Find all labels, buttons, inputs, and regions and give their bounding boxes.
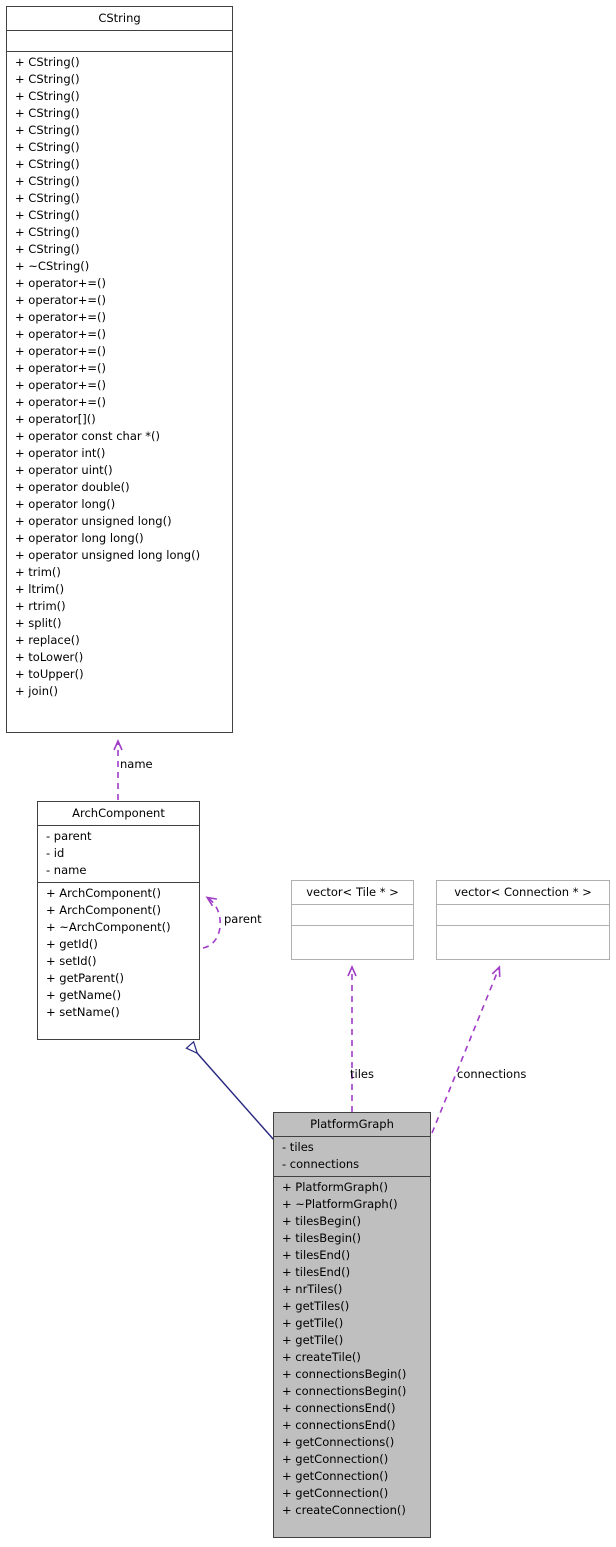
class-member-row: + operator+=() — [15, 276, 106, 290]
class-attributes-cstring — [7, 31, 232, 52]
class-member-row: + CString() — [15, 157, 80, 171]
class-methods-vector-tile — [292, 926, 413, 946]
class-member-row: + getId() — [46, 937, 98, 951]
class-attributes-archcomponent: - parent - id - name — [38, 826, 199, 883]
class-member-row: + replace() — [15, 633, 80, 647]
class-member-row: - parent — [46, 829, 92, 843]
edge-label-connections: connections — [457, 1067, 527, 1081]
class-member-row: + getConnections() — [282, 1435, 395, 1449]
class-methods-archcomponent: + ArchComponent() + ArchComponent() + ~Arc… — [38, 883, 199, 1024]
class-member-row: + getTiles() — [282, 1299, 350, 1313]
class-member-row: + toUpper() — [15, 667, 84, 681]
class-member-row: + getName() — [46, 988, 122, 1002]
class-member-row: + createConnection() — [282, 1503, 406, 1517]
class-member-row: + operator[]() — [15, 412, 96, 426]
class-box-vector-connection[interactable]: vector< Connection * > — [436, 880, 610, 960]
class-member-row: + tilesBegin() — [282, 1214, 361, 1228]
class-methods-platformgraph: + PlatformGraph() + ~PlatformGraph() + til… — [274, 1177, 430, 1522]
class-member-row: + PlatformGraph() — [282, 1180, 389, 1194]
class-member-row: + CString() — [15, 242, 80, 256]
class-title-vector-tile: vector< Tile * > — [292, 881, 413, 905]
class-member-row: + ltrim() — [15, 582, 65, 596]
class-member-row: + CString() — [15, 123, 80, 137]
class-title-archcomponent: ArchComponent — [38, 802, 199, 826]
class-box-archcomponent[interactable]: ArchComponent - parent - id - name + ArchC… — [37, 801, 200, 1040]
class-box-vector-tile[interactable]: vector< Tile * > — [291, 880, 414, 960]
class-member-row: + operator unsigned long() — [15, 514, 172, 528]
edge-parent-self-association — [202, 896, 222, 949]
class-member-row: + getConnection() — [282, 1486, 389, 1500]
class-member-row: + connectionsEnd() — [282, 1401, 396, 1415]
class-member-row: + operator+=() — [15, 395, 106, 409]
class-member-row: + ~ArchComponent() — [46, 920, 171, 934]
class-member-row: + operator long() — [15, 497, 116, 511]
class-member-row: + operator uint() — [15, 463, 113, 477]
class-member-row: + CString() — [15, 140, 80, 154]
class-methods-cstring: + CString() + CString() + CString() + CStri… — [7, 52, 232, 703]
class-member-row: + CString() — [15, 55, 80, 69]
class-member-row: - connections — [282, 1157, 360, 1171]
class-member-row: + trim() — [15, 565, 61, 579]
class-member-row: - id — [46, 846, 65, 860]
class-attributes-vector-tile — [292, 905, 413, 926]
class-member-row: + CString() — [15, 225, 80, 239]
class-member-row: + tilesEnd() — [282, 1265, 351, 1279]
class-member-row: + CString() — [15, 174, 80, 188]
edge-label-parent: parent — [224, 912, 262, 926]
class-member-row: + connectionsBegin() — [282, 1384, 407, 1398]
class-member-row: + setName() — [46, 1005, 120, 1019]
class-member-row: + operator double() — [15, 480, 130, 494]
class-member-row: + ~PlatformGraph() — [282, 1197, 398, 1211]
class-member-row: + operator+=() — [15, 310, 106, 324]
class-member-row: + operator+=() — [15, 344, 106, 358]
class-member-row: + ArchComponent() — [46, 903, 161, 917]
class-member-row: + nrTiles() — [282, 1282, 343, 1296]
class-member-row: + operator+=() — [15, 293, 106, 307]
class-title-platformgraph: PlatformGraph — [274, 1113, 430, 1137]
class-member-row: + operator unsigned long long() — [15, 548, 201, 562]
class-member-row: + setId() — [46, 954, 97, 968]
edge-inheritance-platformgraph-archcomponent — [190, 1045, 275, 1141]
class-box-platformgraph[interactable]: PlatformGraph - tiles - connections + Pla… — [273, 1112, 431, 1538]
class-member-row: + rtrim() — [15, 599, 66, 613]
class-member-row: + toLower() — [15, 650, 84, 664]
class-member-row: - tiles — [282, 1140, 314, 1154]
class-attributes-platformgraph: - tiles - connections — [274, 1137, 430, 1177]
class-member-row: + operator int() — [15, 446, 106, 460]
class-member-row: + CString() — [15, 72, 80, 86]
class-member-row: + CString() — [15, 191, 80, 205]
class-member-row: + operator+=() — [15, 361, 106, 375]
class-attributes-vector-connection — [437, 905, 609, 926]
class-member-row: + connectionsBegin() — [282, 1367, 407, 1381]
class-member-row: + getConnection() — [282, 1452, 389, 1466]
class-member-row: + split() — [15, 616, 62, 630]
class-member-row: + getTile() — [282, 1333, 344, 1347]
edge-label-tiles: tiles — [350, 1067, 374, 1081]
edge-connections-usage — [431, 965, 501, 1134]
class-box-cstring[interactable]: CString + CString()+ CString()+ CString(… — [6, 6, 233, 733]
class-member-row: + CString() — [15, 89, 80, 103]
class-member-row: + operator const char *() — [15, 429, 160, 443]
class-member-row: + CString() — [15, 106, 80, 120]
class-member-row: + join() — [15, 684, 58, 698]
class-member-row: + operator+=() — [15, 327, 106, 341]
class-member-row: + getParent() — [46, 971, 124, 985]
class-member-row: + tilesBegin() — [282, 1231, 361, 1245]
class-member-row: + operator long long() — [15, 531, 144, 545]
class-title-cstring: CString — [7, 7, 232, 31]
class-member-row: + tilesEnd() — [282, 1248, 351, 1262]
class-member-row: + ArchComponent() — [46, 886, 161, 900]
class-member-row: + operator+=() — [15, 378, 106, 392]
class-member-row: + getTile() — [282, 1316, 344, 1330]
class-member-row: + getConnection() — [282, 1469, 389, 1483]
class-methods-vector-connection — [437, 926, 609, 946]
class-title-vector-connection: vector< Connection * > — [437, 881, 609, 905]
class-member-row: + CString() — [15, 208, 80, 222]
class-member-row: + ~CString() — [15, 259, 90, 273]
edge-label-name: name — [120, 757, 153, 771]
class-member-row: + connectionsEnd() — [282, 1418, 396, 1432]
class-member-row: + createTile() — [282, 1350, 361, 1364]
class-member-row: - name — [46, 863, 87, 877]
